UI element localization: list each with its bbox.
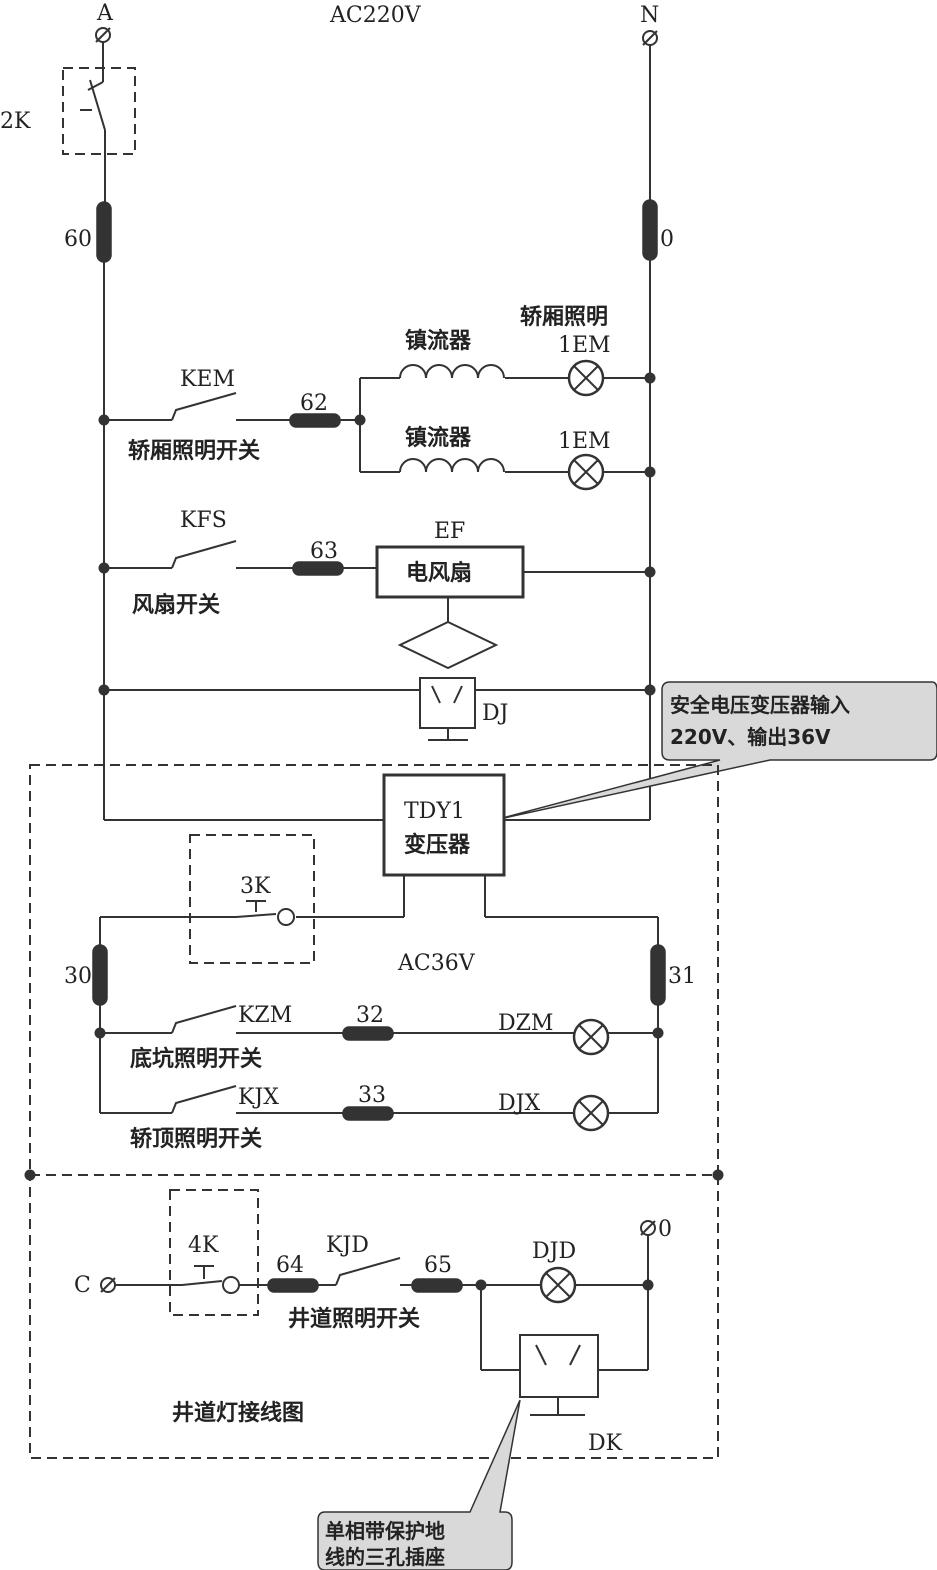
car-top-switch-label: 轿顶照明开关 xyxy=(130,1126,262,1152)
wire-30-label: 30 xyxy=(64,964,92,989)
wire-65-label: 65 xyxy=(424,1253,452,1278)
wire-60-label: 60 xyxy=(64,227,92,252)
switch-kem xyxy=(171,392,237,421)
fan-label: 电风扇 xyxy=(406,560,472,586)
transformer-callout-line1: 安全电压变压器输入 xyxy=(670,693,850,717)
main-switch-2k: 2K xyxy=(0,42,136,205)
terminal-zero-label: 0 xyxy=(658,1217,672,1242)
fuse-30 xyxy=(92,944,108,1006)
ballast-2-coil xyxy=(399,458,505,473)
djd-label: DJD xyxy=(532,1239,576,1264)
wire-64-label: 64 xyxy=(276,1253,304,1278)
switch-3k-label: 3K xyxy=(240,874,271,899)
fuse-32 xyxy=(342,1026,394,1041)
transformer-callout-line2: 220V、输出36V xyxy=(670,725,831,749)
switch-4k-box xyxy=(169,1189,259,1316)
socket-callout-line2: 线的三孔插座 xyxy=(325,1545,445,1569)
switch-3k xyxy=(235,913,277,918)
terminal-a: A xyxy=(95,1,114,43)
fuse-33 xyxy=(342,1106,394,1121)
switch-kfs xyxy=(171,540,237,569)
lamp-1em-a-label: 1EM xyxy=(558,333,611,358)
fuse-0 xyxy=(642,199,658,261)
switch-kem-label: KEM xyxy=(180,367,235,392)
ef-label: EF xyxy=(434,519,465,544)
socket-dj xyxy=(419,677,476,729)
ballast-2-label: 镇流器 xyxy=(405,425,472,451)
switch-3k-box xyxy=(189,834,315,964)
shaft-light-switch-label: 井道照明开关 xyxy=(288,1306,420,1332)
wire-31-label: 31 xyxy=(668,964,696,989)
switch-kjx xyxy=(171,1085,237,1114)
terminal-c-label: C xyxy=(74,1273,91,1298)
terminal-n: N xyxy=(640,3,659,46)
switch-kjd-label: KJD xyxy=(326,1233,369,1258)
transformer-label-2: 变压器 xyxy=(404,832,471,858)
fan-diamond-symbol xyxy=(397,620,499,670)
switch-kzm-label: KZM xyxy=(238,1003,292,1028)
wire-32-label: 32 xyxy=(356,1003,384,1028)
lamp-1em-b-label: 1EM xyxy=(558,429,611,454)
wire-62-label: 62 xyxy=(300,391,328,416)
switch-4k-label: 4K xyxy=(188,1233,219,1258)
socket-callout-line1: 单相带保护地 xyxy=(325,1519,445,1543)
transformer-tdy1 xyxy=(382,773,506,877)
dk-label: DK xyxy=(588,1431,623,1456)
fuse-65 xyxy=(411,1278,463,1293)
dzm-label: DZM xyxy=(498,1011,553,1036)
wire-33-label: 33 xyxy=(358,1083,386,1108)
switch-kzm xyxy=(171,1005,237,1034)
fuse-64 xyxy=(267,1278,319,1293)
socket-dk xyxy=(519,1334,599,1398)
shaft-diagram-title: 井道灯接线图 xyxy=(172,1400,304,1426)
pit-light-switch-label: 底坑照明开关 xyxy=(130,1046,262,1072)
shaft-light-region xyxy=(29,1174,719,1459)
car-light-title: 轿厢照明 xyxy=(520,304,608,330)
fuse-60 xyxy=(96,201,112,263)
fuse-31 xyxy=(650,944,666,1006)
electric-fan xyxy=(375,545,525,599)
junction-dots xyxy=(24,372,724,1291)
switch-kjx-label: KJX xyxy=(238,1085,279,1110)
ac220-label: AC220V xyxy=(329,3,422,28)
ballast-1-coil xyxy=(399,364,505,379)
dj-label: DJ xyxy=(482,701,508,726)
ac36-label: AC36V xyxy=(397,951,476,976)
transformer-label-1: TDY1 xyxy=(404,799,465,824)
switch-kjd xyxy=(335,1257,401,1286)
ballast-1-label: 镇流器 xyxy=(405,328,472,354)
switch-kfs-label: KFS xyxy=(180,508,227,533)
car-light-switch-label: 轿厢照明开关 xyxy=(128,438,260,464)
wire-63-label: 63 xyxy=(310,539,338,564)
djx-label: DJX xyxy=(498,1091,540,1116)
switch-2k-label: 2K xyxy=(0,109,31,134)
fan-switch-label: 风扇开关 xyxy=(132,592,220,618)
terminal-n-label: N xyxy=(640,3,659,28)
terminal-a-label: A xyxy=(96,1,114,26)
wire-0-label: 0 xyxy=(660,227,674,252)
switch-4k xyxy=(181,1280,223,1286)
